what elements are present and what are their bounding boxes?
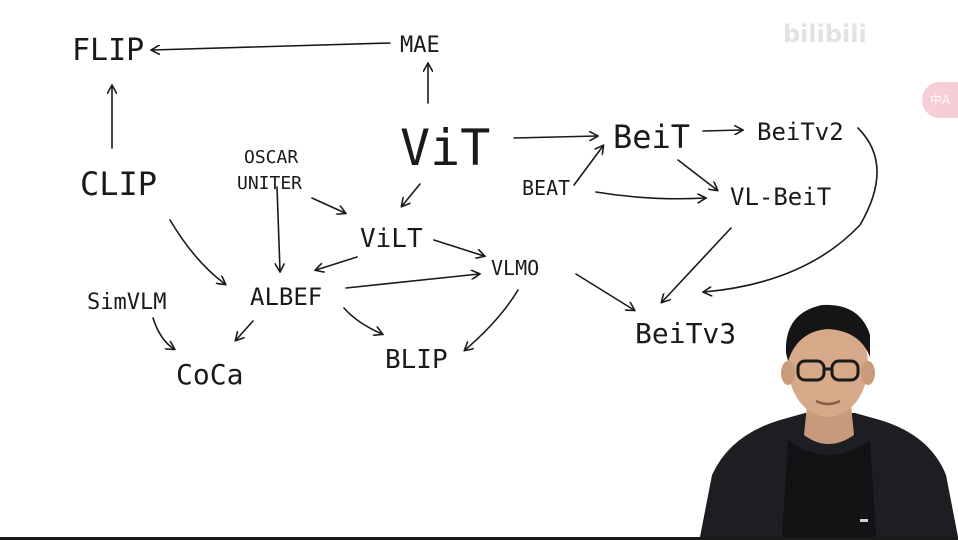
- edge-vit-vilt: [402, 183, 421, 206]
- presenter-ear-right: [861, 361, 875, 385]
- node-coca: CoCa: [176, 358, 243, 391]
- node-flip: FLIP: [72, 33, 144, 68]
- node-beitv3: BeiTv3: [635, 317, 736, 350]
- glasses-icon: [796, 359, 860, 382]
- node-mae: MAE: [400, 33, 440, 58]
- node-uniter: UNITER: [237, 173, 302, 194]
- node-clip: CLIP: [80, 165, 157, 203]
- bilibili-watermark: bilibili: [775, 20, 867, 48]
- edge-albef-blip: [343, 307, 382, 334]
- edge-oscar-albef: [277, 186, 280, 271]
- subtitle-icon: 中A: [929, 93, 951, 107]
- edge-vlmo-beitv3: [575, 273, 634, 310]
- node-simvlm: SimVLM: [87, 290, 166, 315]
- edge-vlbeit-beitv3: [662, 227, 732, 302]
- edge-simvlm-coca: [152, 317, 174, 349]
- node-beit: BeiT: [613, 118, 690, 156]
- edge-vilt-vlmo: [433, 239, 484, 256]
- subtitle-toggle-button[interactable]: 中A: [922, 82, 958, 118]
- presenter-mouth: [815, 399, 841, 406]
- edge-clip-albef: [169, 219, 225, 284]
- node-beitv2: BeiTv2: [757, 118, 844, 146]
- node-oscar: OSCAR: [244, 147, 298, 168]
- node-vilt: ViLT: [360, 224, 423, 254]
- bilibili-logo: bilibili: [783, 20, 867, 48]
- node-albef: ALBEF: [250, 283, 322, 311]
- edge-oscar-uniter-vilt: [311, 197, 345, 213]
- edge-vit-beit: [513, 136, 597, 138]
- presenter-webcam-overlay: [700, 304, 958, 537]
- bottom-border: [0, 537, 958, 540]
- node-vl-beit: VL-BeiT: [730, 183, 831, 211]
- node-vlmo: VLMO: [491, 256, 539, 280]
- presenter-hair: [785, 304, 870, 361]
- edge-albef-coca: [236, 320, 254, 340]
- edge-vilt-albef: [316, 256, 358, 270]
- presenter-shirt: [782, 440, 876, 537]
- edge-albef-vlmo: [345, 274, 479, 289]
- edge-beat-vlbeit: [595, 191, 705, 199]
- node-beat: BEAT: [522, 176, 570, 200]
- edge-beitv2-beitv3: [704, 127, 878, 292]
- presenter-head: [788, 313, 868, 417]
- presenter-ear-left: [781, 361, 795, 385]
- edge-vlmo-blip: [465, 289, 519, 350]
- node-vit: ViT: [400, 119, 490, 177]
- edge-beit-beitv2: [702, 130, 742, 131]
- node-blip: BLIP: [385, 345, 448, 375]
- edge-mae-flip: [152, 42, 391, 50]
- shirt-logo: [860, 519, 868, 522]
- edge-beit-vlbeit: [677, 159, 717, 190]
- edge-beat-beit: [573, 146, 603, 186]
